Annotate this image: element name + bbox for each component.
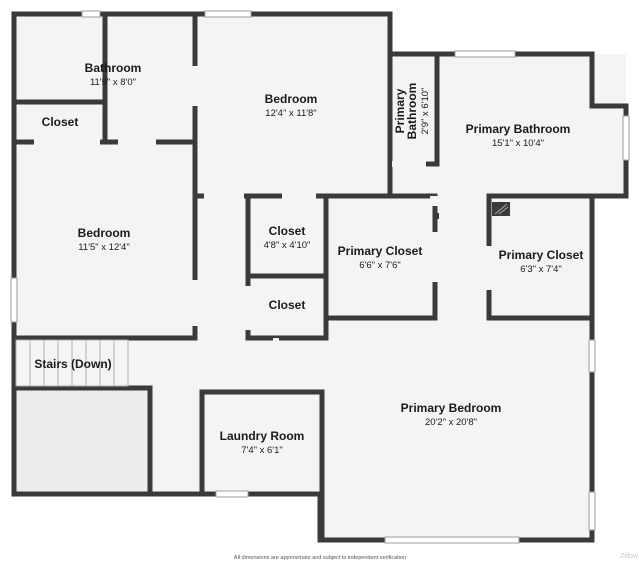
watermark: Zillow: [620, 553, 638, 560]
stairs-graphic: [15, 339, 129, 387]
bedroom-top-name: Bedroom: [265, 92, 318, 106]
disclaimer-footnote: All dimensions are approximate and subje…: [233, 555, 407, 561]
closet-lower-name: Closet: [269, 298, 306, 312]
closet-mid-name: Closet: [269, 224, 306, 238]
primary-closet-b-dims: 6'3" x 7'4": [520, 264, 562, 275]
primary-bedroom-dims: 20'2" x 20'8": [425, 417, 477, 428]
bedroom-left-dims: 11'5" x 12'4": [78, 242, 129, 253]
hatch-icon: [492, 202, 510, 216]
floor-fill: [14, 14, 626, 540]
closet-small-name: Closet: [42, 115, 79, 129]
primary-bedroom-name: Primary Bedroom: [401, 401, 502, 415]
primary-bathroom-small-name-2: Bathroom: [405, 83, 419, 140]
primary-closet-b-name: Primary Closet: [499, 248, 584, 262]
bathroom-name: Bathroom: [85, 61, 142, 75]
closet-mid-dims: 4'8" x 4'10": [264, 240, 311, 251]
windows: [10, 10, 630, 544]
wall-stub: [433, 213, 439, 219]
primary-bathroom-small-name-1: Primary: [393, 88, 407, 133]
bathroom-dims: 11'5" x 8'0": [90, 77, 136, 88]
primary-bathroom-small-dims: 2'9" x 6'10": [420, 88, 431, 135]
laundry-name: Laundry Room: [220, 429, 305, 443]
bedroom-left-name: Bedroom: [78, 226, 131, 240]
door-openings: [34, 66, 492, 388]
walls: [11, 11, 629, 543]
bedroom-top-dims: 12'4" x 11'8": [265, 108, 316, 119]
laundry-dims: 7'4" x 6'1": [241, 445, 283, 456]
unfinished-area: [16, 390, 150, 492]
primary-closet-a-name: Primary Closet: [338, 244, 423, 258]
room-labels: Bathroom 11'5" x 8'0" Closet Bedroom 12'…: [34, 61, 583, 456]
primary-closet-a-dims: 6'6" x 7'6": [359, 260, 401, 271]
primary-bathroom-small-label: Primary Bathroom 2'9" x 6'10": [393, 83, 431, 140]
stairs-label: Stairs (Down): [34, 357, 111, 371]
primary-bathroom-name: Primary Bathroom: [466, 122, 571, 136]
primary-bathroom-dims: 15'1" x 10'4": [492, 138, 544, 149]
